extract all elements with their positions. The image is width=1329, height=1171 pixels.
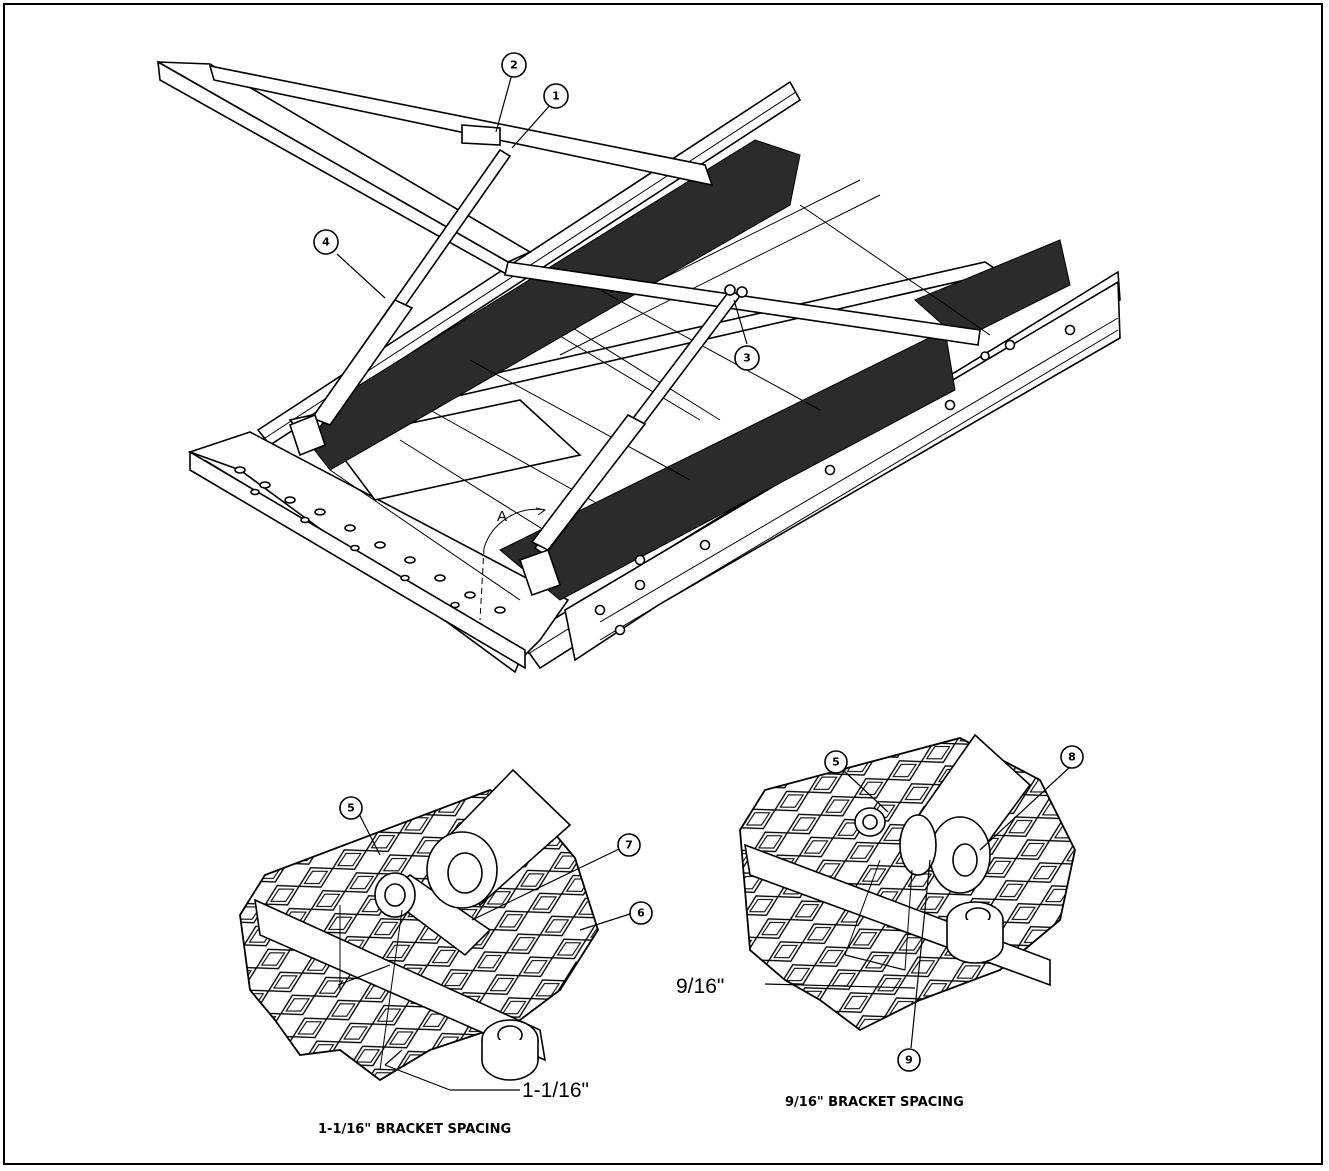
- callout-2: 2: [501, 52, 527, 78]
- dim-left: 1-1/16": [522, 1079, 589, 1102]
- svg-text:4: 4: [322, 236, 330, 249]
- view-a-arc: [483, 508, 546, 549]
- callout-8: 8: [1060, 745, 1084, 769]
- drawing-frame: [3, 3, 1323, 1165]
- swing-arm-rear: [208, 64, 714, 187]
- callout-9: 9: [897, 1048, 921, 1072]
- callout-6: 6: [629, 901, 653, 925]
- svg-text:5: 5: [832, 756, 840, 769]
- svg-text:6: 6: [637, 907, 645, 920]
- detail-left-view: [239, 768, 599, 1091]
- svg-text:2: 2: [510, 59, 518, 72]
- main-leaders: [336, 73, 748, 345]
- svg-text:1: 1: [552, 90, 560, 103]
- view-a-label: A: [497, 508, 507, 525]
- callout-3: 3: [734, 345, 760, 371]
- rail-bolts: [594, 324, 1076, 636]
- caption-left: 1-1/16" BRACKET SPACING: [318, 1122, 511, 1137]
- front-cross-plate: [187, 431, 570, 674]
- callout-1: 1: [543, 83, 569, 109]
- callout-7: 7: [617, 833, 641, 857]
- detail-left-leaders: [355, 807, 631, 931]
- front-plate-holes: [234, 466, 506, 614]
- callout-5-left: 5: [339, 796, 363, 820]
- detail-right-leaders: [842, 765, 1072, 1049]
- main-assembly-view: A: [157, 60, 1121, 674]
- svg-text:9: 9: [905, 1054, 913, 1067]
- svg-text:7: 7: [625, 839, 633, 852]
- left-step-mesh: [294, 139, 801, 471]
- callout-4: 4: [313, 229, 339, 255]
- svg-text:8: 8: [1068, 751, 1076, 764]
- dim-right-leader: [764, 983, 916, 989]
- swing-arm-lower: [504, 261, 981, 346]
- dim-right: 9/16": [676, 975, 724, 998]
- svg-text:5: 5: [347, 802, 355, 815]
- callout-5-right: 5: [824, 750, 848, 774]
- right-channel-face: [564, 280, 1121, 662]
- caption-right: 9/16" BRACKET SPACING: [785, 1095, 964, 1110]
- svg-text:3: 3: [743, 352, 751, 365]
- detail-right-view: [739, 733, 1076, 1032]
